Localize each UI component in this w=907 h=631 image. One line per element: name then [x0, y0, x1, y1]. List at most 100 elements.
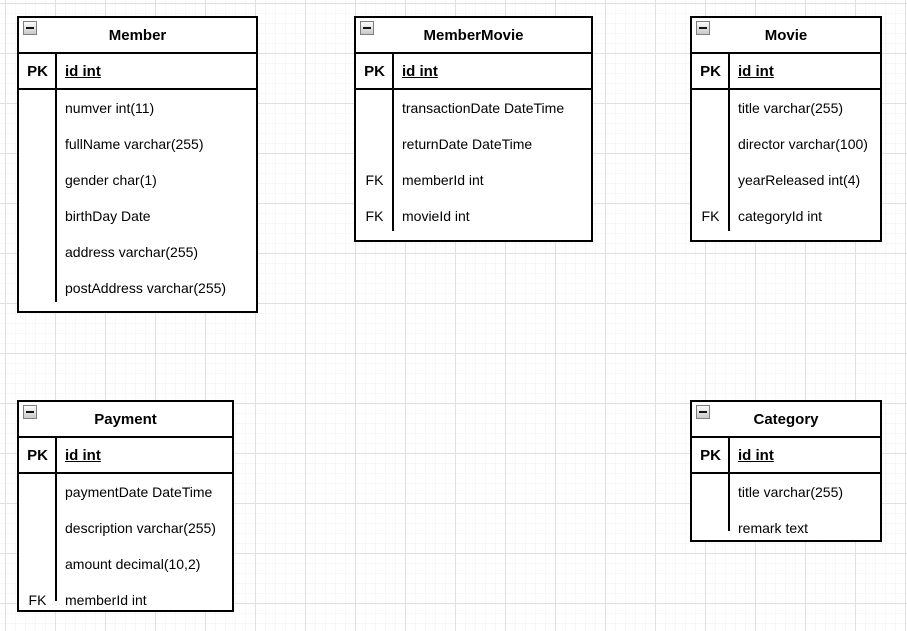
table-header[interactable]: Member — [19, 18, 256, 54]
primary-key-row[interactable]: PK id int — [692, 54, 880, 90]
pk-field-label: id int — [402, 62, 438, 80]
row-field-label: yearReleased int(4) — [738, 172, 861, 188]
primary-key-row[interactable]: PK id int — [19, 438, 232, 474]
row-key-label — [692, 126, 729, 162]
table-row[interactable]: yearReleased int(4) — [692, 162, 880, 198]
row-field-label: gender char(1) — [65, 172, 157, 188]
row-field-label: amount decimal(10,2) — [65, 556, 201, 572]
pk-field-label: id int — [65, 446, 101, 464]
row-key-label: FK — [28, 592, 47, 608]
row-key-label — [356, 126, 393, 162]
table-row[interactable]: FK movieId int — [356, 198, 591, 234]
row-key-label — [692, 162, 729, 198]
table-row[interactable]: gender char(1) — [19, 162, 256, 198]
pk-field-cell: id int — [729, 438, 880, 472]
row-field-label: memberId int — [402, 172, 484, 188]
table-header[interactable]: Movie — [692, 18, 880, 54]
row-key-label — [19, 546, 56, 582]
table-row[interactable]: director varchar(100) — [692, 126, 880, 162]
pk-field-cell: id int — [393, 54, 591, 88]
pk-field-cell: id int — [729, 54, 880, 88]
row-field-label: description varchar(255) — [65, 520, 216, 536]
column-divider-line — [392, 54, 394, 231]
row-field-label: postAddress varchar(255) — [65, 280, 227, 296]
column-divider-line — [55, 54, 57, 302]
collapse-icon[interactable] — [360, 21, 374, 35]
column-divider-line — [55, 438, 57, 601]
collapse-icon[interactable] — [23, 405, 37, 419]
row-key-label — [692, 474, 729, 510]
column-divider-line — [728, 54, 730, 231]
table-header[interactable]: MemberMovie — [356, 18, 591, 54]
table-row[interactable]: FK memberId int — [356, 162, 591, 198]
pk-field-label: id int — [65, 62, 101, 80]
table-row[interactable]: paymentDate DateTime — [19, 474, 232, 510]
table-header[interactable]: Category — [692, 402, 880, 438]
pk-key-label: PK — [700, 446, 721, 464]
collapse-icon[interactable] — [23, 21, 37, 35]
collapse-icon[interactable] — [696, 405, 710, 419]
row-field-label: title varchar(255) — [738, 484, 844, 500]
pk-key-label: PK — [700, 62, 721, 80]
row-key-label — [19, 270, 56, 306]
row-field-label: categoryId int — [738, 208, 823, 224]
entity-table-membermovie[interactable]: MemberMovie PK id int transactionDate Da… — [354, 16, 593, 242]
table-row[interactable]: remark text — [692, 510, 880, 540]
row-field-label: numver int(11) — [65, 100, 155, 116]
table-body: title varchar(255) remark text — [692, 474, 880, 540]
table-row[interactable]: address varchar(255) — [19, 234, 256, 270]
table-title: MemberMovie — [423, 26, 524, 44]
primary-key-row[interactable]: PK id int — [19, 54, 256, 90]
table-row[interactable]: postAddress varchar(255) — [19, 270, 256, 306]
row-key-label — [19, 126, 56, 162]
table-row[interactable]: FK categoryId int — [692, 198, 880, 234]
table-row[interactable]: amount decimal(10,2) — [19, 546, 232, 582]
table-header[interactable]: Payment — [19, 402, 232, 438]
row-key-label — [19, 234, 56, 270]
pk-key-label: PK — [27, 446, 48, 464]
row-key-label — [692, 90, 729, 126]
entity-table-movie[interactable]: Movie PK id int title varchar(255) direc… — [690, 16, 882, 242]
pk-key-label: PK — [27, 62, 48, 80]
row-key-label — [19, 162, 56, 198]
table-body: numver int(11) fullName varchar(255) gen… — [19, 90, 256, 311]
row-key-label — [692, 510, 729, 540]
table-body: transactionDate DateTime returnDate Date… — [356, 90, 591, 240]
row-field-label: memberId int — [65, 592, 147, 608]
pk-field-label: id int — [738, 446, 774, 464]
primary-key-row[interactable]: PK id int — [356, 54, 591, 90]
table-title: Category — [753, 410, 819, 428]
table-title: Movie — [764, 26, 808, 44]
table-row[interactable]: fullName varchar(255) — [19, 126, 256, 162]
table-row[interactable]: title varchar(255) — [692, 474, 880, 510]
table-row[interactable]: numver int(11) — [19, 90, 256, 126]
row-field-label: fullName varchar(255) — [65, 136, 204, 152]
table-body: paymentDate DateTime description varchar… — [19, 474, 232, 610]
table-title: Payment — [94, 410, 157, 428]
entity-table-category[interactable]: Category PK id int title varchar(255) re… — [690, 400, 882, 542]
entity-table-member[interactable]: Member PK id int numver int(11) fullName… — [17, 16, 258, 313]
table-row[interactable]: title varchar(255) — [692, 90, 880, 126]
table-row[interactable]: returnDate DateTime — [356, 126, 591, 162]
row-field-label: title varchar(255) — [738, 100, 844, 116]
row-field-label: address varchar(255) — [65, 244, 199, 260]
table-row[interactable]: description varchar(255) — [19, 510, 232, 546]
entity-table-payment[interactable]: Payment PK id int paymentDate DateTime d… — [17, 400, 234, 612]
collapse-icon[interactable] — [696, 21, 710, 35]
row-key-label: FK — [365, 172, 384, 188]
row-field-label: director varchar(100) — [738, 136, 868, 152]
table-row[interactable]: birthDay Date — [19, 198, 256, 234]
row-field-label: birthDay Date — [65, 208, 151, 224]
row-field-label: transactionDate DateTime — [402, 100, 565, 116]
pk-field-label: id int — [738, 62, 774, 80]
primary-key-row[interactable]: PK id int — [692, 438, 880, 474]
table-row[interactable]: transactionDate DateTime — [356, 90, 591, 126]
pk-field-cell: id int — [56, 54, 256, 88]
table-row[interactable]: FK memberId int — [19, 582, 232, 610]
row-key-label — [19, 510, 56, 546]
row-key-label — [19, 474, 56, 510]
row-key-label: FK — [701, 208, 720, 224]
row-key-label: FK — [365, 208, 384, 224]
table-body: title varchar(255) director varchar(100)… — [692, 90, 880, 240]
